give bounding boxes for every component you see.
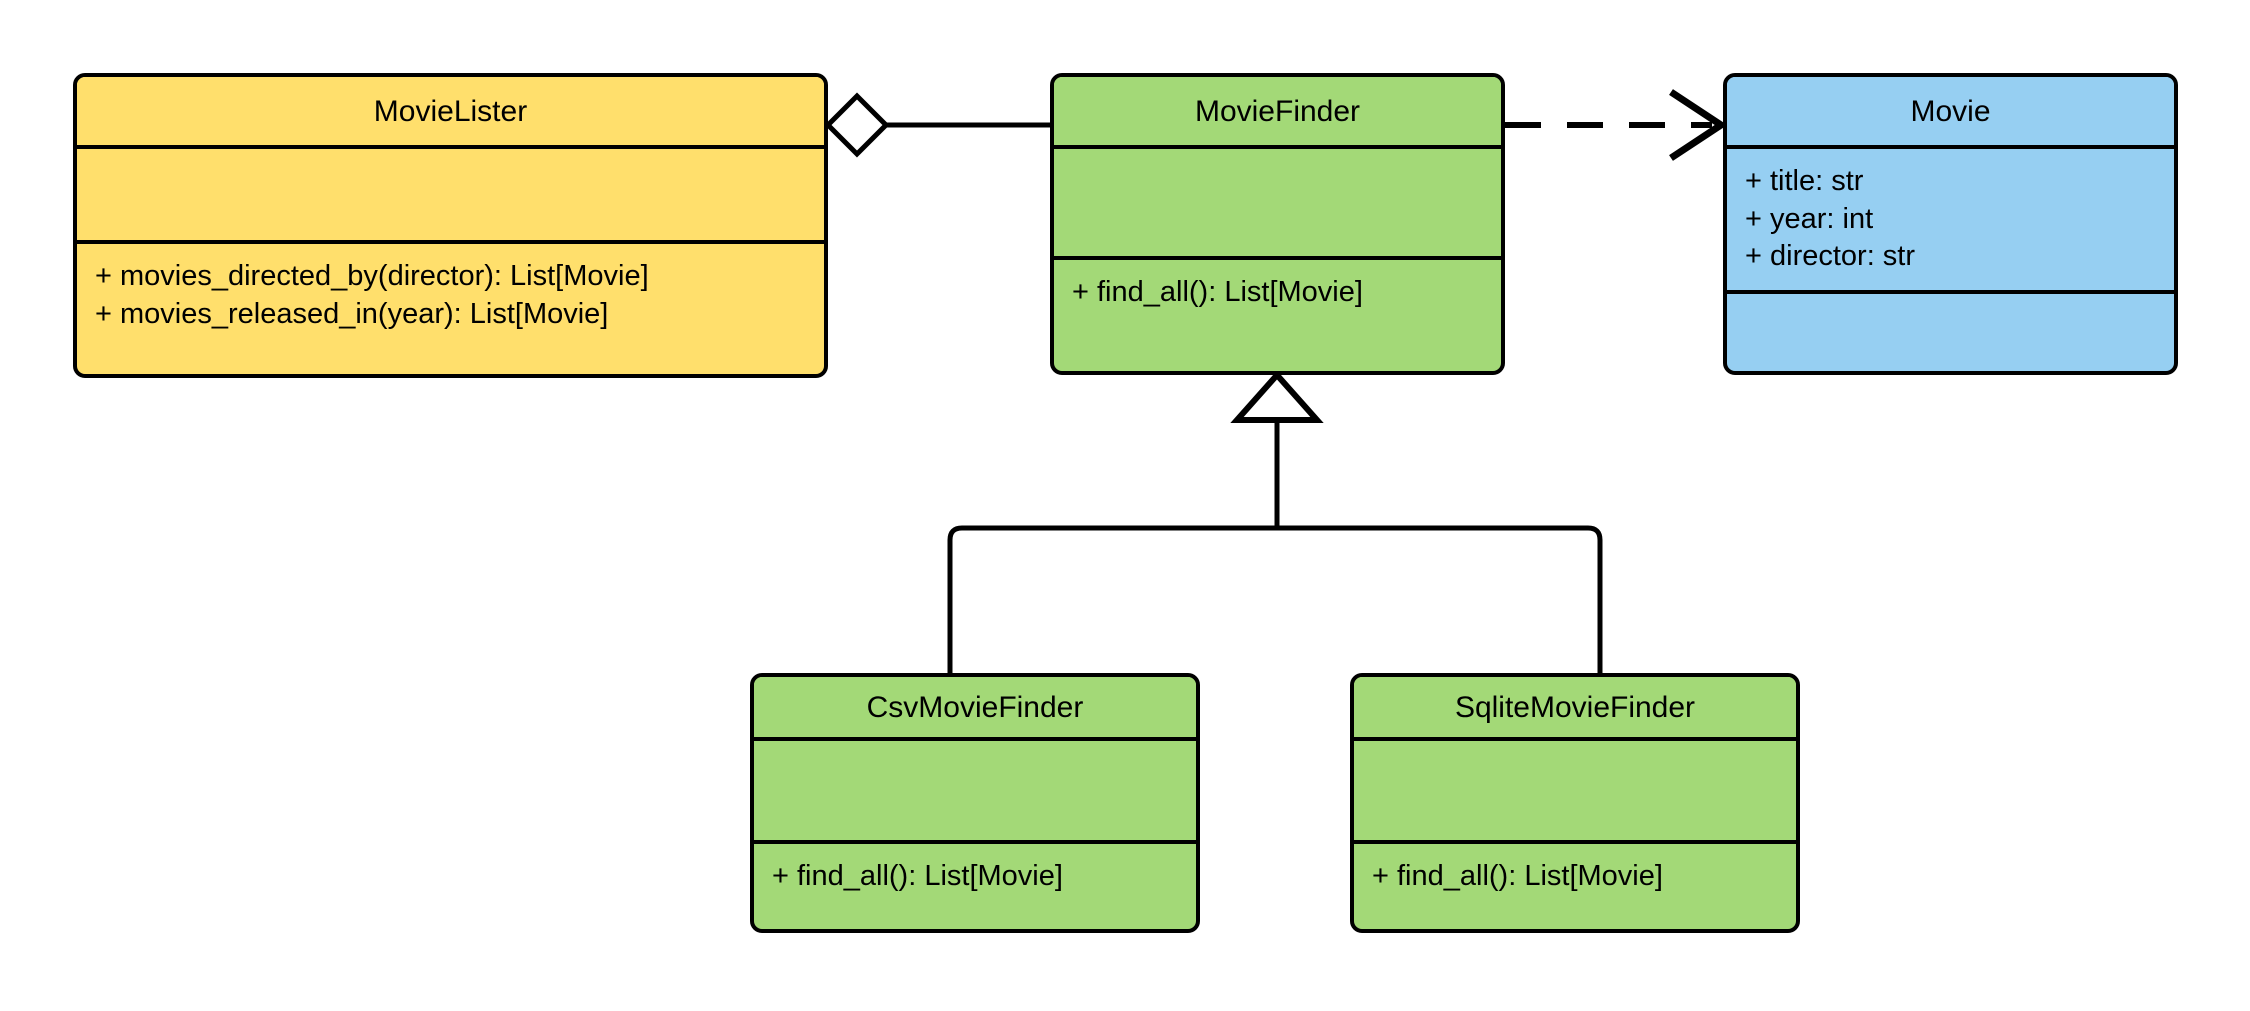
class-operations-compartment: + find_all(): List[Movie]: [1354, 844, 1796, 896]
attribute-item: + title: str: [1745, 165, 1864, 197]
open-arrowhead-icon: [1669, 89, 1728, 161]
class-attributes-compartment: [1054, 149, 1501, 260]
class-operations-compartment: + find_all(): List[Movie]: [1054, 260, 1501, 312]
class-name-compartment: CsvMovieFinder: [754, 677, 1196, 741]
hollow-diamond-icon: [824, 92, 890, 158]
aggregation-connector-lister-finder: [824, 92, 1050, 158]
class-attributes-compartment: + title: str + year: int + director: str: [1727, 149, 2174, 294]
operation-item: + find_all(): List[Movie]: [1372, 860, 1663, 892]
class-name-label: SqliteMovieFinder: [1454, 690, 1696, 724]
operation-item: + movies_released_in(year): List[Movie]: [95, 297, 609, 330]
class-operations-compartment: [1727, 294, 2174, 308]
attribute-item: + year: int: [1745, 202, 1874, 235]
class-name-compartment: MovieFinder: [1054, 77, 1501, 149]
class-name-compartment: MovieLister: [77, 77, 824, 149]
operation-item: + movies_directed_by(director): List[Mov…: [95, 260, 649, 292]
class-name-compartment: Movie: [1727, 77, 2174, 149]
operation-item: + find_all(): List[Movie]: [772, 860, 1063, 892]
generalization-branch-csv: [947, 525, 1277, 673]
operation-item: + find_all(): List[Movie]: [1072, 276, 1363, 308]
class-name-label: Movie: [1910, 94, 1991, 128]
class-name-label: CsvMovieFinder: [866, 690, 1084, 724]
class-attributes-compartment: [77, 149, 824, 244]
class-attributes-compartment: [754, 741, 1196, 844]
class-operations-compartment: + find_all(): List[Movie]: [754, 844, 1196, 896]
attribute-item: + director: str: [1745, 240, 1916, 273]
generalization-connector-fork: [947, 370, 1603, 673]
class-box-movie-lister[interactable]: MovieLister + movies_directed_by(directo…: [73, 73, 828, 378]
class-box-csv-movie-finder[interactable]: CsvMovieFinder + find_all(): List[Movie]: [750, 673, 1200, 933]
class-box-sqlite-movie-finder[interactable]: SqliteMovieFinder + find_all(): List[Mov…: [1350, 673, 1800, 933]
hollow-triangle-icon: [1230, 370, 1324, 423]
class-name-label: MovieFinder: [1194, 94, 1361, 128]
class-attributes-compartment: [1354, 741, 1796, 844]
class-name-label: MovieLister: [373, 94, 528, 128]
class-operations-compartment: + movies_directed_by(director): List[Mov…: [77, 244, 824, 334]
generalization-branch-sqlite: [1277, 525, 1603, 673]
class-box-movie[interactable]: Movie + title: str + year: int + directo…: [1723, 73, 2178, 375]
class-name-compartment: SqliteMovieFinder: [1354, 677, 1796, 741]
dependency-connector-finder-movie: [1505, 89, 1728, 161]
class-box-movie-finder[interactable]: MovieFinder + find_all(): List[Movie]: [1050, 73, 1505, 375]
